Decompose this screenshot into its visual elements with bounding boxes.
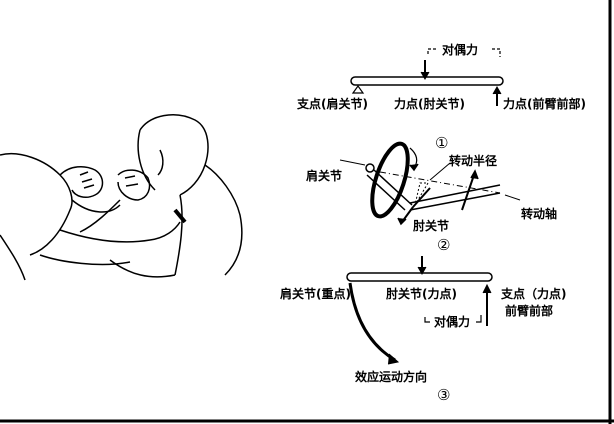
- rotation-circle: [370, 141, 410, 219]
- elbow-joint-label: 肘关节: [413, 219, 450, 233]
- fulcrum-shoulder-label: 支点(肩关节): [297, 97, 368, 111]
- fulcrum-triangle-icon: [351, 84, 365, 94]
- lever-bar-3: [346, 272, 493, 282]
- rotation-radius-label: 转动半径: [449, 154, 498, 168]
- panel1-lever: [350, 48, 504, 106]
- panel-number-1: ①: [435, 134, 449, 152]
- couple-force-label-3: 对偶力: [434, 315, 471, 329]
- couple-force-label: 对偶力: [442, 43, 479, 57]
- curved-arrow: [348, 282, 396, 362]
- force-point-elbow-label: 力点(肘关节): [394, 97, 465, 111]
- couple-bracket: [427, 48, 501, 57]
- panel-number-2: ②: [437, 236, 451, 254]
- panel-number-3: ③: [437, 386, 451, 404]
- forearm-front-label: 前臂前部: [505, 304, 554, 318]
- rotation-axis-label: 转动轴: [521, 207, 558, 221]
- panel3-lever: [346, 256, 493, 365]
- elbow-force-label: 肘关节(力点): [386, 287, 457, 301]
- lever-bar: [350, 76, 504, 86]
- shoulder-weight-label: 肩关节(重点): [280, 287, 351, 301]
- arm-wrestlers-illustration: [0, 114, 243, 281]
- panel2-rotation: [339, 141, 521, 226]
- force-point-forearm-label: 力点(前臂前部): [503, 97, 586, 111]
- effect-direction-label: 效应运动方向: [355, 370, 428, 384]
- shoulder-joint-label: 肩关节: [306, 169, 343, 183]
- fulcrum-force-label: 支点（力点): [501, 287, 567, 301]
- couple-bracket-3: [424, 315, 482, 323]
